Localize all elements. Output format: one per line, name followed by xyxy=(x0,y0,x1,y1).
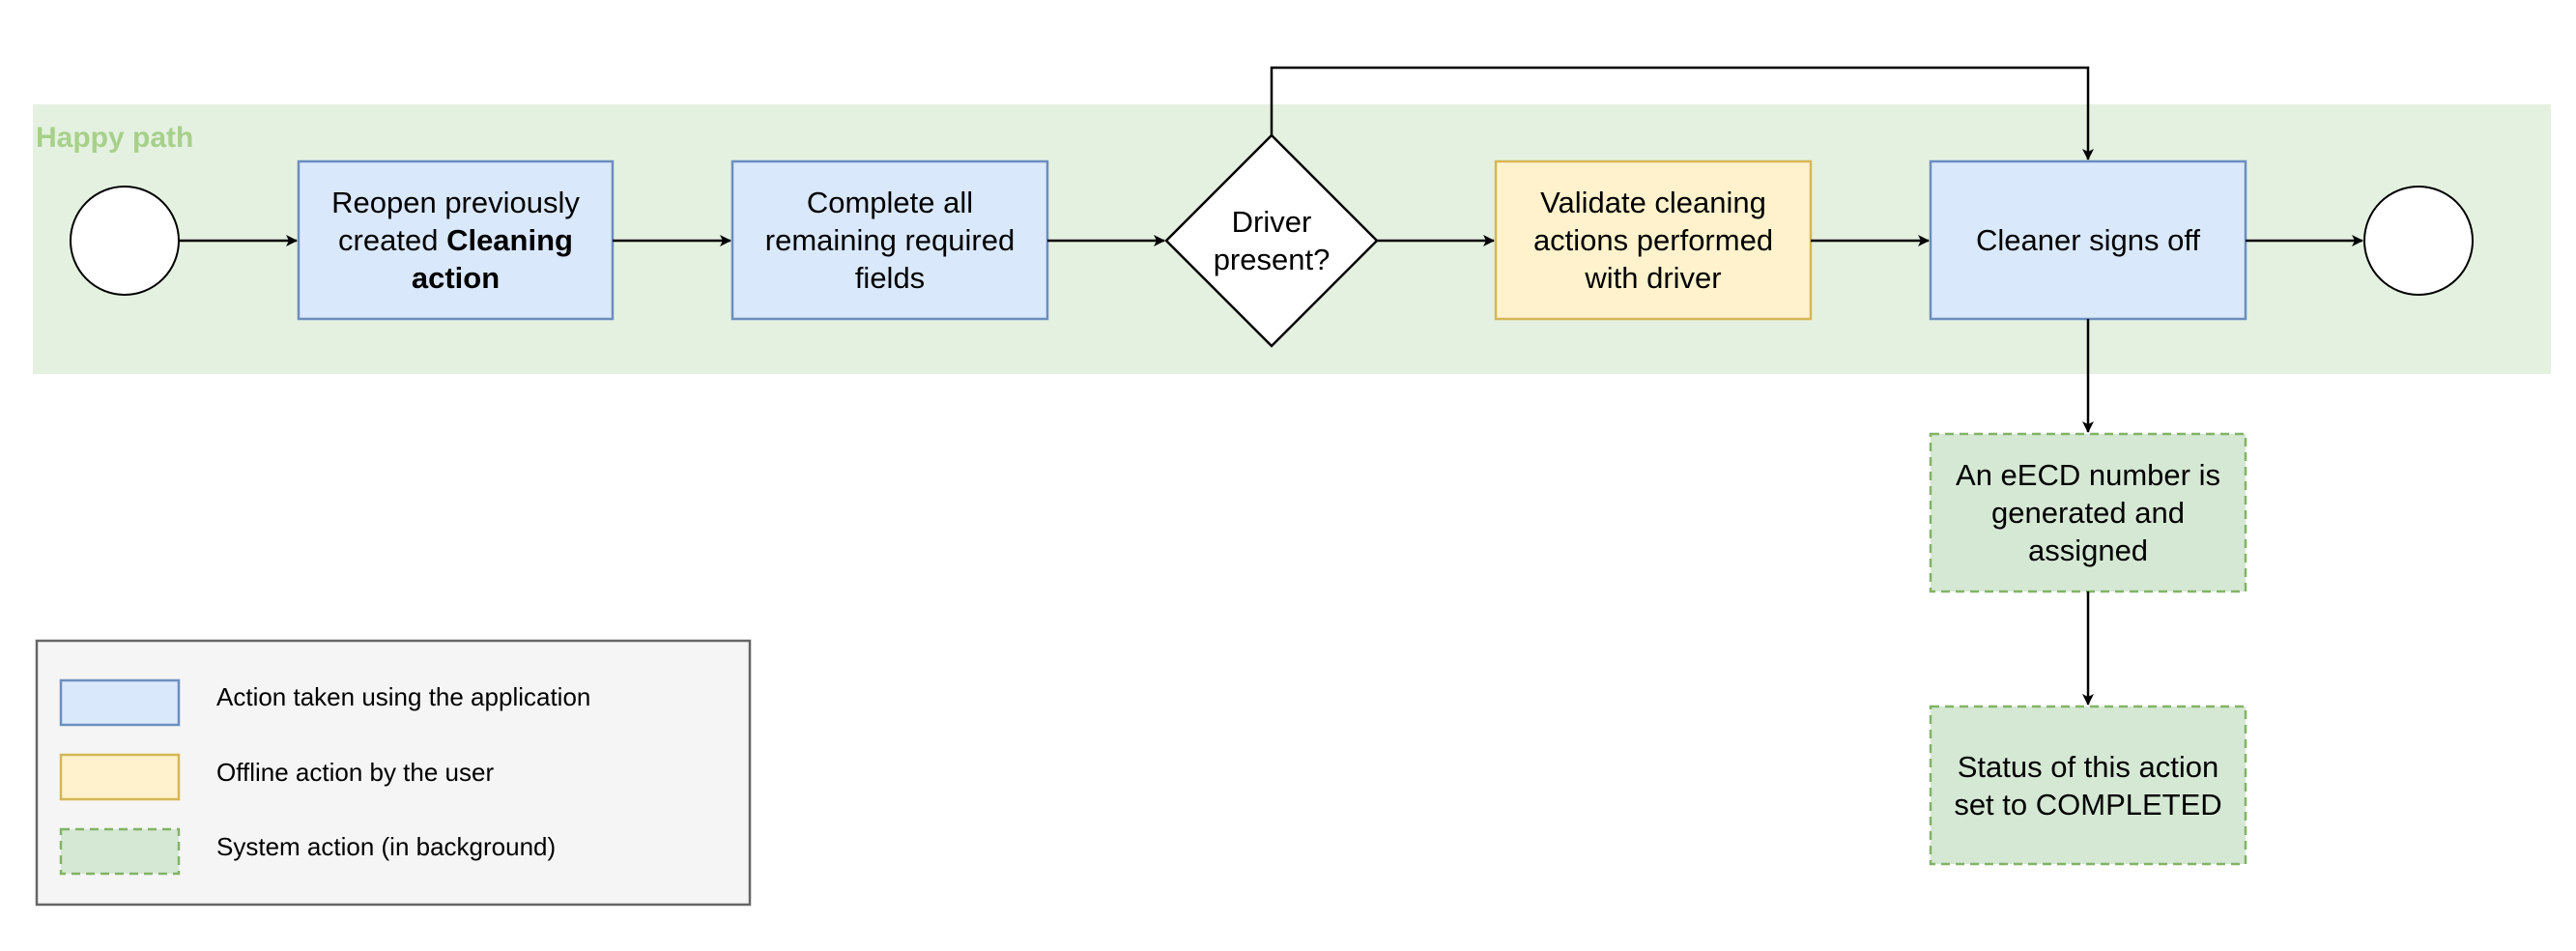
complete-required-fields-box[interactable] xyxy=(730,159,1049,321)
validate-with-driver-box[interactable] xyxy=(1494,159,1813,321)
end-event[interactable] xyxy=(2363,186,2474,296)
legend-label-application: Action taken using the application xyxy=(216,682,591,711)
cleaner-signs-off-label: Cleaner signs off xyxy=(1975,223,2201,257)
legend-label-offline: Offline action by the user xyxy=(216,758,495,787)
status-completed-label: Status of this action set to COMPLETED xyxy=(1954,749,2222,821)
start-event[interactable] xyxy=(70,186,180,296)
legend-swatch-offline xyxy=(59,753,181,801)
driver-present-decision[interactable] xyxy=(1164,133,1379,348)
connector-decision-bypass-to-signoff xyxy=(1270,66,2094,160)
reopen-label-text: Reopen previously created xyxy=(331,186,580,257)
validate-with-driver-label: Validate cleaning actions performed with… xyxy=(1532,186,1774,295)
legend-label-system: System action (in background) xyxy=(216,832,557,861)
eecd-number-label: An eECD number is generated and assigned xyxy=(1956,458,2220,567)
status-completed-box[interactable] xyxy=(1929,705,2247,866)
lane-title: Happy path xyxy=(36,122,194,154)
legend-swatch-application xyxy=(59,678,181,727)
reopen-label-bold-text: Cleaning action xyxy=(411,223,573,295)
legend-swatch-system xyxy=(59,827,181,876)
complete-required-fields-label: Complete all remaining required fields xyxy=(764,186,1016,295)
reopen-cleaning-action-label: Reopen previously created Cleaning actio… xyxy=(299,161,613,319)
driver-present-label: Driver present? xyxy=(1213,205,1331,276)
